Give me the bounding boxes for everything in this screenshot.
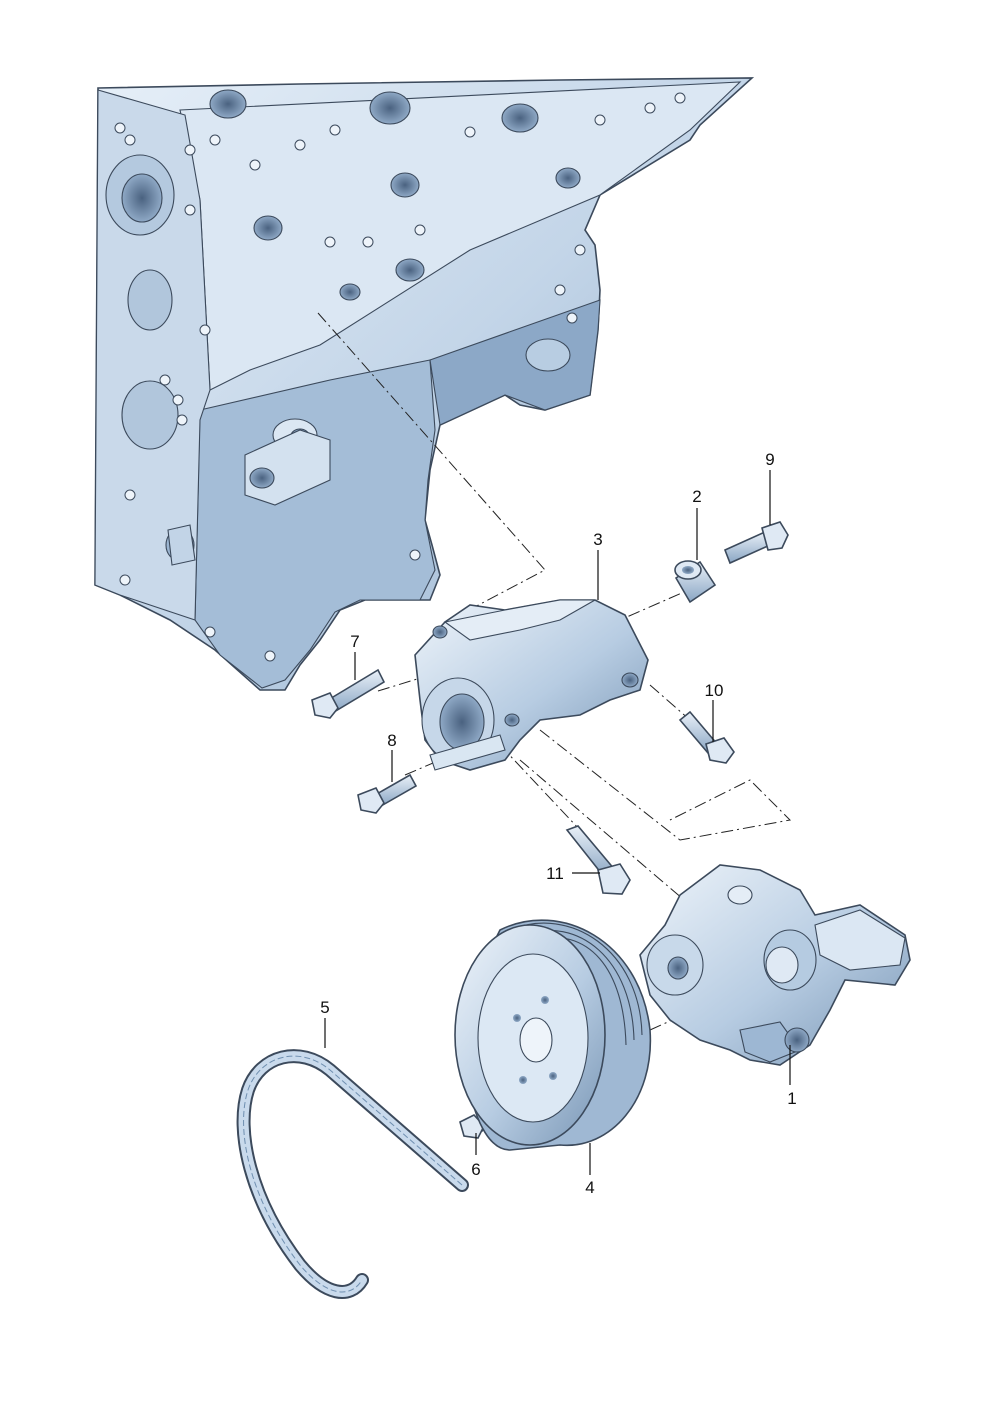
callout-4: 4 bbox=[585, 1143, 595, 1197]
svg-text:9: 9 bbox=[765, 450, 774, 469]
svg-text:11: 11 bbox=[546, 864, 564, 883]
callouts: 1 2 3 4 5 6 7 8 bbox=[320, 450, 796, 1197]
mounting-bracket bbox=[414, 599, 649, 771]
callout-6: 6 bbox=[471, 1133, 481, 1179]
engine-block bbox=[94, 77, 755, 691]
callout-11: 11 bbox=[546, 864, 600, 883]
bolt-8 bbox=[357, 773, 418, 814]
spacer-sleeve bbox=[674, 560, 717, 604]
callout-9: 9 bbox=[765, 450, 775, 525]
callout-2: 2 bbox=[692, 487, 702, 560]
ribbed-belt bbox=[236, 1049, 469, 1299]
svg-text:10: 10 bbox=[705, 681, 724, 700]
svg-text:7: 7 bbox=[350, 632, 359, 651]
callout-10: 10 bbox=[705, 681, 724, 742]
callout-5: 5 bbox=[320, 998, 330, 1048]
svg-text:3: 3 bbox=[593, 530, 602, 549]
callout-3: 3 bbox=[593, 530, 603, 600]
bolt-9 bbox=[723, 521, 789, 565]
svg-text:1: 1 bbox=[787, 1089, 796, 1108]
block-bores bbox=[105, 89, 581, 562]
callout-7: 7 bbox=[350, 632, 360, 680]
bolt-7 bbox=[311, 668, 386, 719]
svg-text:4: 4 bbox=[585, 1178, 594, 1197]
power-steering-pump bbox=[639, 864, 911, 1066]
svg-text:6: 6 bbox=[471, 1160, 480, 1179]
callout-1: 1 bbox=[787, 1045, 797, 1108]
callout-8: 8 bbox=[387, 731, 397, 782]
block-bolt-heads bbox=[114, 92, 686, 662]
pulley bbox=[454, 919, 652, 1151]
svg-text:2: 2 bbox=[692, 487, 701, 506]
svg-text:5: 5 bbox=[320, 998, 329, 1017]
screw-11 bbox=[565, 825, 631, 895]
svg-text:8: 8 bbox=[387, 731, 396, 750]
bolt-10 bbox=[678, 710, 735, 764]
assembly-lines bbox=[317, 312, 792, 1031]
